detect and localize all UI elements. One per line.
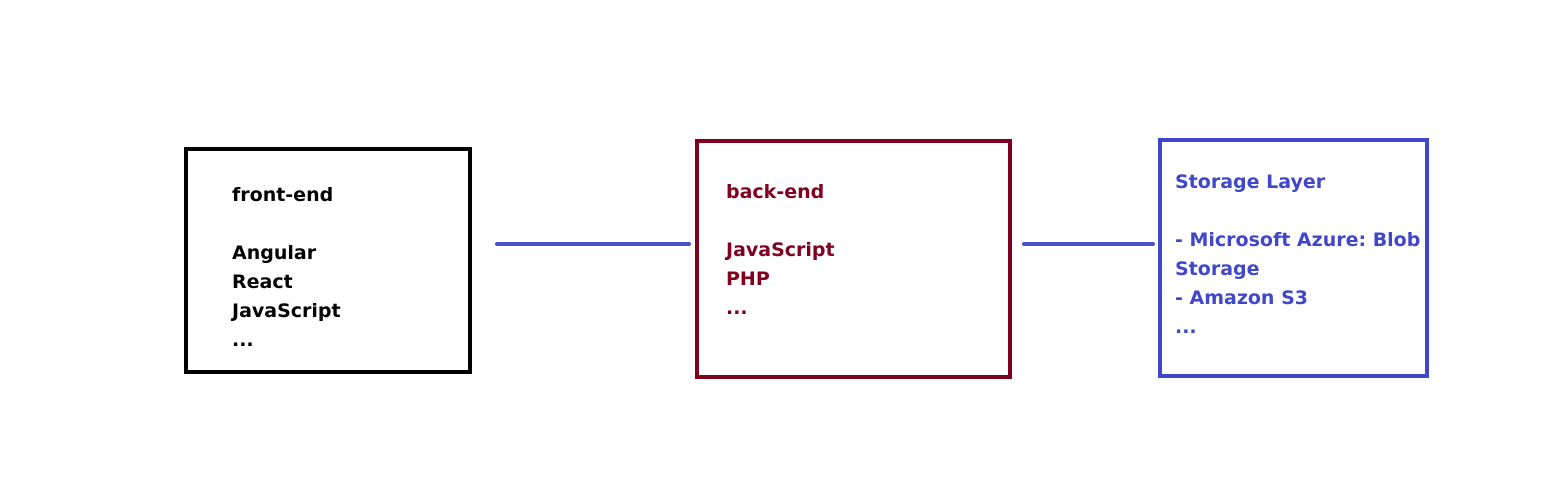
connector-backend-storage [1022, 242, 1155, 246]
backend-box: back-end JavaScript PHP ... [695, 139, 1012, 379]
frontend-item: ... [232, 329, 254, 351]
backend-spacer [726, 207, 1008, 236]
storage-item: ... [1175, 316, 1197, 338]
storage-title: Storage Layer [1175, 171, 1326, 193]
backend-title: back-end [726, 181, 825, 203]
frontend-item: JavaScript [232, 300, 341, 322]
backend-item: JavaScript [726, 239, 835, 261]
backend-item: ... [726, 297, 748, 319]
backend-item: PHP [726, 268, 770, 290]
frontend-spacer [232, 210, 468, 239]
frontend-title: front-end [232, 184, 334, 206]
storage-spacer [1175, 197, 1425, 226]
storage-box: Storage Layer - Microsoft Azure: Blob St… [1158, 138, 1429, 378]
storage-item: Storage [1175, 258, 1260, 280]
storage-item: - Amazon S3 [1175, 287, 1308, 309]
frontend-item: Angular [232, 242, 317, 264]
connector-frontend-backend [495, 242, 691, 246]
frontend-box: front-end Angular React JavaScript ... [184, 147, 472, 374]
storage-item: - Microsoft Azure: Blob [1175, 229, 1421, 251]
frontend-item: React [232, 271, 293, 293]
